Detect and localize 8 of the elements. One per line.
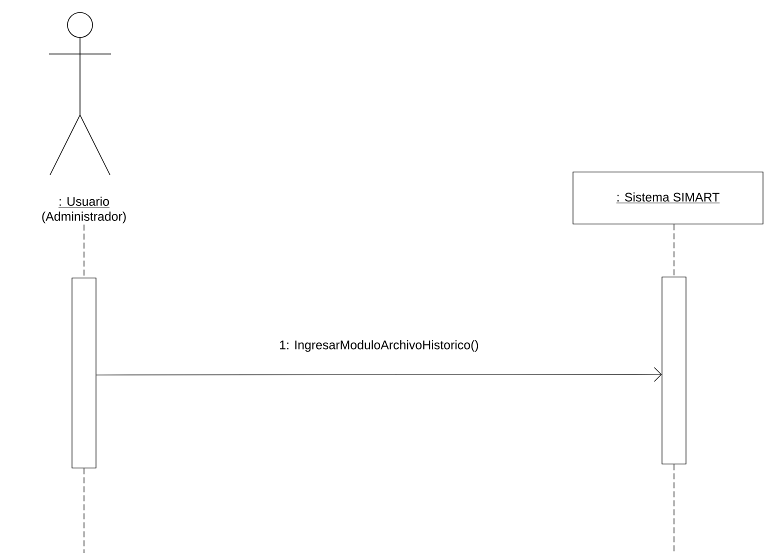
message-label: 1: IngresarModuloArchivoHistorico() — [280, 340, 478, 352]
actor: : Usuario (Administrador) — [42, 12, 126, 224]
node-label: (Administrador) — [42, 212, 126, 224]
activation-bar — [72, 278, 96, 468]
object-box: : Sistema SIMART — [572, 172, 764, 224]
activation-bar — [662, 276, 686, 464]
message-arrow — [96, 367, 662, 382]
node-label: : Usuario — [60, 196, 109, 206]
